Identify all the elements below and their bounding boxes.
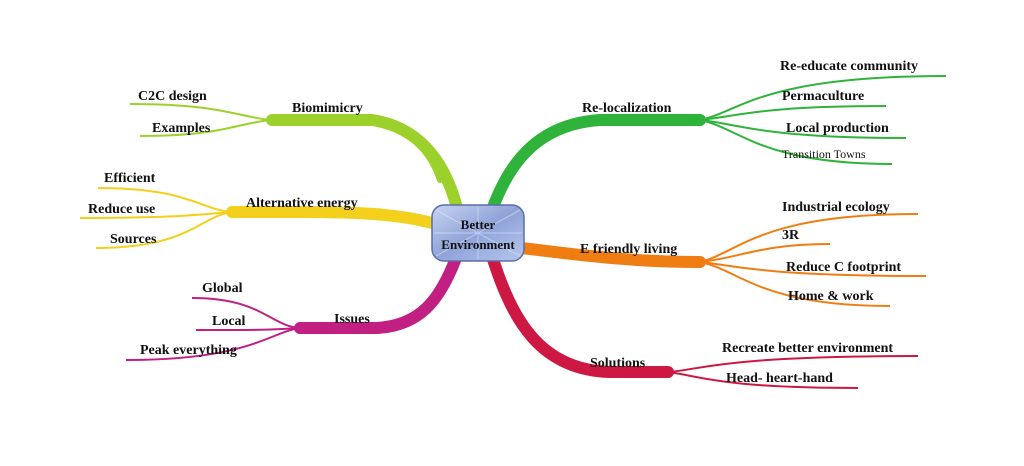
branch-solutions-line	[486, 250, 674, 378]
center-node-pattern	[434, 207, 522, 259]
leaf-recreate-better-environment: Recreate better environment	[722, 341, 893, 356]
branch-biomimicry-taper	[369, 119, 443, 183]
leaf-local-production: Local production	[786, 121, 889, 136]
leaf-reduce-c-footprint: Reduce C footprint	[786, 260, 901, 275]
leaf-3r: 3R	[782, 228, 800, 243]
center-node-line2: Environment	[441, 237, 515, 252]
leaf-connector	[699, 119, 907, 139]
leaf-connector	[79, 211, 233, 219]
center-node-line1: Better	[461, 217, 496, 232]
leaf-connector	[699, 75, 947, 121]
leaf-home-work: Home & work	[788, 289, 874, 304]
leaf-global: Global	[202, 281, 243, 296]
leaf-connector	[125, 327, 301, 361]
leaf-connector	[699, 105, 887, 121]
leaf-connector	[195, 327, 301, 331]
leaf-efficient: Efficient	[104, 171, 156, 186]
leaf-sources: Sources	[110, 232, 157, 247]
branch-e-friendly-living-label: E friendly living	[580, 242, 677, 257]
branch-re-localization-label: Re-localization	[582, 101, 672, 116]
branch-re-localization: Re-localization Re-educate community Per…	[486, 59, 947, 216]
branch-issues: Issues Global Local Peak everything	[125, 252, 462, 361]
leaf-reduce-use: Reduce use	[88, 202, 155, 217]
branch-biomimicry: Biomimicry C2C design Examples	[129, 89, 464, 218]
branch-alternative-energy-line	[226, 206, 442, 230]
leaf-connector	[97, 187, 233, 213]
branch-alternative-energy: Alternative energy Efficient Reduce use …	[79, 171, 442, 249]
branch-e-friendly-living: E friendly living Industrial ecology 3R …	[514, 200, 927, 307]
branch-re-localization-line	[486, 114, 706, 216]
leaf-local: Local	[212, 314, 246, 329]
leaf-connector	[699, 119, 893, 165]
branch-solutions-label: Solutions	[590, 356, 646, 371]
branch-alternative-energy-label: Alternative energy	[246, 196, 358, 211]
leaf-connector	[699, 261, 891, 307]
leaf-peak-everything: Peak everything	[140, 343, 237, 358]
branch-issues-label: Issues	[334, 312, 370, 327]
leaf-c2c-design: C2C design	[138, 89, 207, 104]
leaf-re-educate-community: Re-educate community	[780, 59, 918, 74]
leaf-connector	[129, 103, 273, 121]
leaf-examples: Examples	[152, 121, 211, 136]
branch-e-friendly-living-line	[514, 242, 706, 268]
leaf-connector	[667, 355, 919, 373]
leaf-connector	[139, 119, 273, 137]
leaf-transition-towns: Transition Towns	[782, 147, 866, 161]
leaf-connector	[95, 211, 233, 249]
center-node: Better Environment	[431, 204, 525, 262]
leaf-permaculture: Permaculture	[782, 89, 864, 104]
branch-biomimicry-label: Biomimicry	[292, 101, 363, 116]
leaf-industrial-ecology: Industrial ecology	[782, 200, 890, 215]
leaf-connector	[699, 243, 831, 263]
leaf-connector	[191, 297, 301, 329]
leaf-connector	[699, 213, 919, 263]
leaf-connector	[667, 371, 859, 389]
leaf-connector	[699, 261, 927, 277]
branch-solutions: Solutions Recreate better environment He…	[486, 250, 919, 389]
leaf-head-heart-hand: Head- heart-hand	[726, 371, 833, 386]
branch-issues-line	[294, 252, 462, 334]
